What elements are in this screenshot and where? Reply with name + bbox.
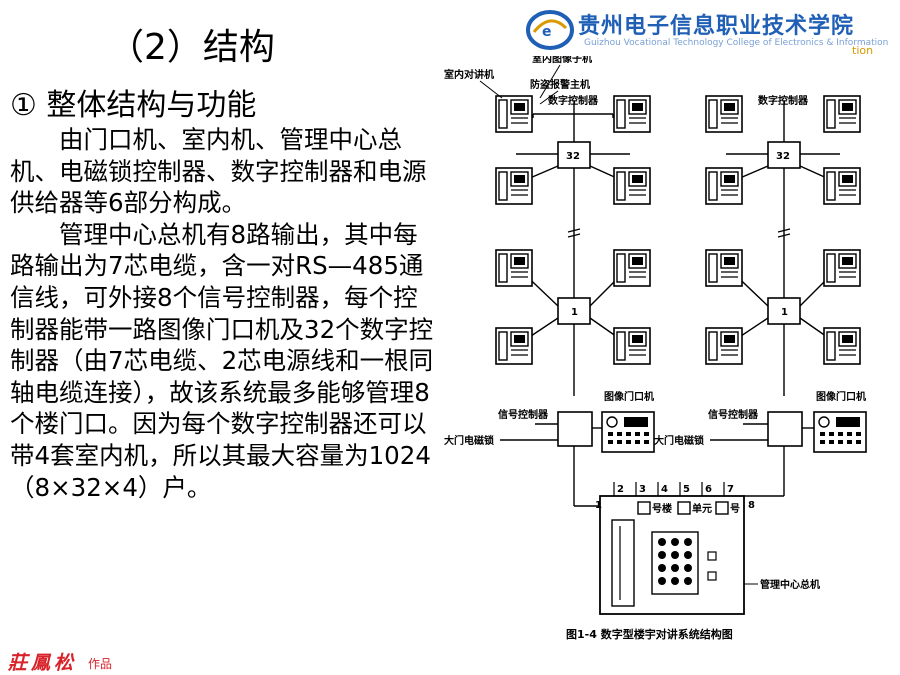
digital-controller-left-label: 数字控制器 xyxy=(548,94,599,107)
footer-author-signature: 莊鳳松 xyxy=(8,652,78,674)
school-name: 贵州电子信息职业技术学院 xyxy=(578,13,855,39)
figure-caption: 图1-4 数字型楼宇对讲系统结构图 xyxy=(566,627,733,641)
slide-heading: （2）结构 xyxy=(108,27,275,68)
port-number-6: 6 xyxy=(705,484,712,495)
door-lock-left-label: 大门电磁锁 xyxy=(444,434,494,447)
system-structure-diagram: 32 32 1 1 室内对讲机 室内图像子机 防盗报警主机 数字控制器 数字控制… xyxy=(444,56,867,641)
port-number-4: 4 xyxy=(661,484,668,495)
port-tick-lines xyxy=(613,482,725,496)
management-host xyxy=(599,495,745,615)
box-32-right-label: 32 xyxy=(776,151,790,162)
alarm-host-label: 防盗报警主机 xyxy=(530,78,590,91)
controller-boxes xyxy=(557,141,803,447)
signal-controller-left-label: 信号控制器 xyxy=(498,408,549,421)
door-lock-right-label: 大门电磁锁 xyxy=(654,434,704,447)
building-label: 号楼 xyxy=(652,502,672,515)
port-number-2: 2 xyxy=(617,484,624,495)
port-number-7: 7 xyxy=(727,484,734,495)
video-door-unit-right xyxy=(813,411,867,453)
label-leader-lines xyxy=(479,64,561,105)
school-english-tail: tion xyxy=(852,44,874,57)
school-logo: e xyxy=(526,10,574,50)
body-text: 由门口机、室内机、管理中心总机、电磁锁控制器、数字控制器和电源供给器等6部分构成… xyxy=(10,124,435,503)
video-door-unit-left xyxy=(601,411,655,453)
paragraph-composition: 由门口机、室内机、管理中心总机、电磁锁控制器、数字控制器和电源供给器等6部分构成… xyxy=(10,125,427,218)
room-label: 号 xyxy=(730,503,740,515)
video-door-unit-right-label: 图像门口机 xyxy=(816,390,866,403)
port-number-5: 5 xyxy=(683,484,690,495)
box-1-left-label: 1 xyxy=(571,307,578,318)
footer-suffix: 作品 xyxy=(88,657,113,671)
digital-controller-right-label: 数字控制器 xyxy=(758,94,809,107)
paragraph-capacity: 管理中心总机有8路输出，其中每路输出为7芯电缆，含一对RS—485通信线，可外接… xyxy=(10,219,434,502)
port-number-3: 3 xyxy=(639,484,646,495)
video-door-unit-left-label: 图像门口机 xyxy=(604,390,654,403)
break-marks xyxy=(567,228,791,238)
indoor-video-handset-label: 室内图像子机 xyxy=(532,56,592,65)
school-emblem-icon: e xyxy=(526,10,574,50)
port-number-8: 8 xyxy=(748,500,755,511)
school-english-name: Guizhou Vocational Technology College of… xyxy=(584,38,889,48)
port-number-1: 1 xyxy=(595,500,602,511)
svg-text:e: e xyxy=(542,24,552,40)
indoor-units xyxy=(495,95,861,365)
indoor-intercom-label: 室内对讲机 xyxy=(444,68,494,81)
box-1-right-label: 1 xyxy=(781,307,788,318)
management-host-label: 管理中心总机 xyxy=(760,578,820,591)
unit-label: 单元 xyxy=(692,502,712,515)
signal-controller-right-label: 信号控制器 xyxy=(708,408,759,421)
box-32-left-label: 32 xyxy=(566,151,580,162)
section-subheading: ① 整体结构与功能 xyxy=(10,88,257,123)
